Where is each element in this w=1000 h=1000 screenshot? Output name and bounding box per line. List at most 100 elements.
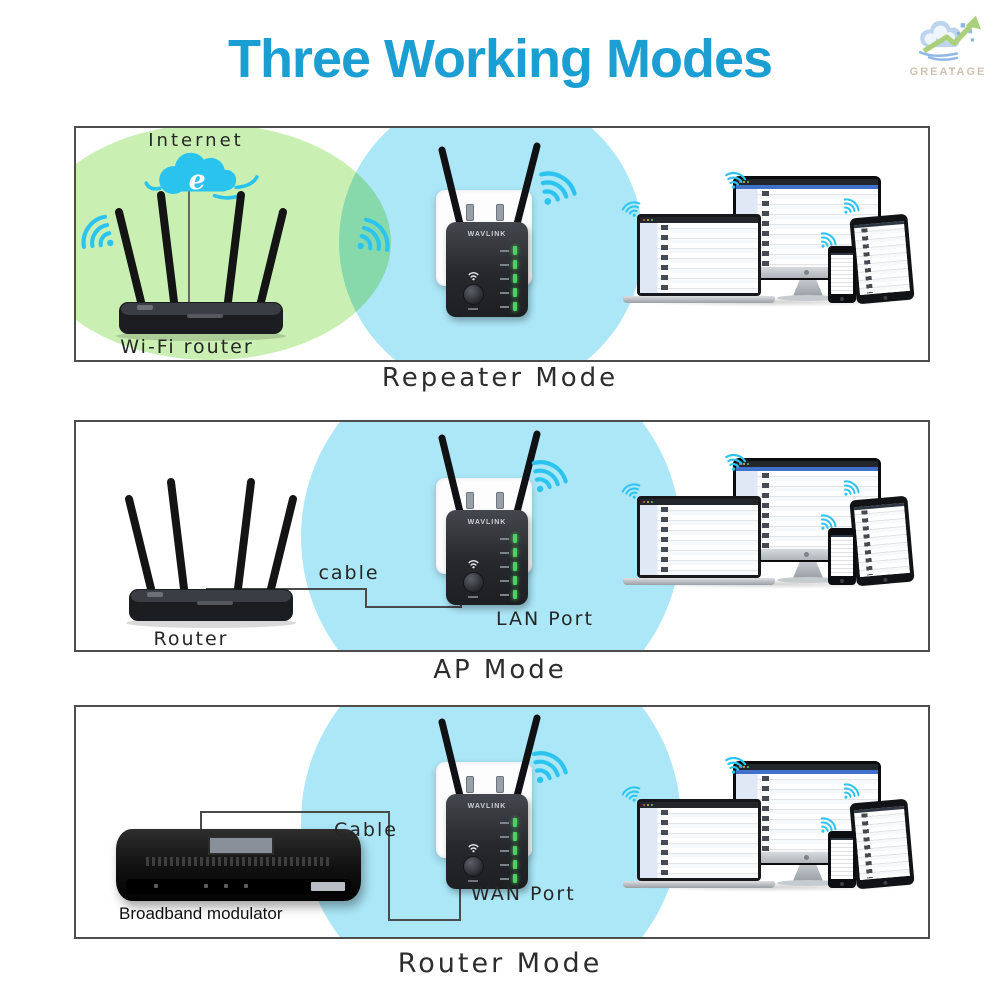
router-mode-panel: Broadband modulator Cable WAVLINK [74,705,930,939]
led-indicator [513,860,517,869]
led-label [500,822,509,824]
led-label [500,250,509,252]
monitor-stand [793,865,823,881]
modem-label: Broadband modulator [119,904,283,923]
led-label [500,566,509,568]
tablet-screen [853,805,910,881]
led-indicator [513,302,517,311]
smartphone [828,246,856,303]
router-label: Wi-Fi router [120,336,254,358]
laptop-base [623,881,775,888]
lan-port-label: LAN Port [496,608,594,630]
wifi-signal-icon [621,786,641,802]
led-indicator [513,846,517,855]
monitor-stand [793,562,823,578]
wifi-signal-icon [820,232,837,248]
led-indicator [513,274,517,283]
cable-line [200,811,461,921]
led-indicator [513,576,517,585]
led-indicator [513,562,517,571]
browser-bar [640,802,758,808]
tablet-screen [853,502,910,578]
wifi-signal-icon [843,783,860,799]
ap-mode-panel: Router cable WAVLINK [74,420,930,652]
monitor-chin [735,267,879,278]
tablet [849,213,915,305]
led-label [500,850,509,852]
led-label [500,836,509,838]
client-devices [621,170,915,307]
home-button [840,579,844,583]
tablet-screen [853,220,910,296]
cable-label: Cable [334,819,398,841]
watermark-text: GREATAGE [909,66,987,78]
modem-vents [146,857,332,866]
repeater-brand-label: WAVLINK [467,803,507,810]
plug-prong-icon [466,492,474,509]
button-label [468,880,478,882]
browser-bar [736,461,878,467]
router-label: Router [153,628,229,650]
home-button [840,297,844,301]
modem-front-panel [126,879,351,894]
smartphone [828,831,856,888]
wifi-signal-icon [621,483,641,499]
led-label [500,878,509,880]
client-devices [621,452,915,589]
phone-screen [831,838,853,879]
button-label [468,596,478,598]
webpage-content [640,505,758,575]
led-label [500,552,509,554]
led-indicator [513,246,517,255]
internet-connection-line [188,190,190,310]
wps-button [463,284,484,305]
browser-bar [640,217,758,223]
repeater-device: WAVLINK [446,222,528,317]
repeater-antennas [438,714,541,804]
wifi-signal-icon [531,751,568,784]
monitor-base [777,577,839,583]
wifi-signal-icon [81,214,114,249]
plug-prong-icon [466,776,474,793]
webpage-content [640,808,758,878]
plug-prong-icon [466,204,474,221]
led-label [500,278,509,280]
laptop-base [623,296,775,303]
led-label [500,292,509,294]
home-button [840,882,844,886]
led-indicator [513,818,517,827]
wifi-signal-icon [621,201,641,217]
led-label [500,864,509,866]
wifi-router [125,478,297,628]
laptop [623,214,775,306]
led-indicator [513,288,517,297]
greatage-logo-icon [918,15,981,61]
modem-display [208,836,274,855]
repeater-brand-label: WAVLINK [467,231,507,238]
repeater-antennas [438,142,541,232]
monitor-stand [793,280,823,296]
cable-label: cable [318,562,380,584]
wifi-signal-icon [725,172,747,189]
led-indicator [513,832,517,841]
wifi-signal-icon [843,480,860,496]
wifi-signal-icon [357,217,390,252]
led-label [500,580,509,582]
svg-text:e: e [189,165,206,196]
webpage-content [640,223,758,293]
led-label [500,538,509,540]
wan-port-label: WAN Port [471,883,576,905]
smartphone [828,528,856,585]
repeater-device: WAVLINK [446,510,528,605]
led-indicator [513,260,517,269]
plug-prong-icon [496,492,504,509]
laptop-screen [637,799,761,881]
tablet [849,798,915,890]
laptop-base [623,578,775,585]
modem-sticker [311,882,345,891]
wifi-signal-icon [843,198,860,214]
internet-cloud-icon: e [144,152,259,200]
home-button [883,295,888,301]
browser-bar [736,764,878,770]
